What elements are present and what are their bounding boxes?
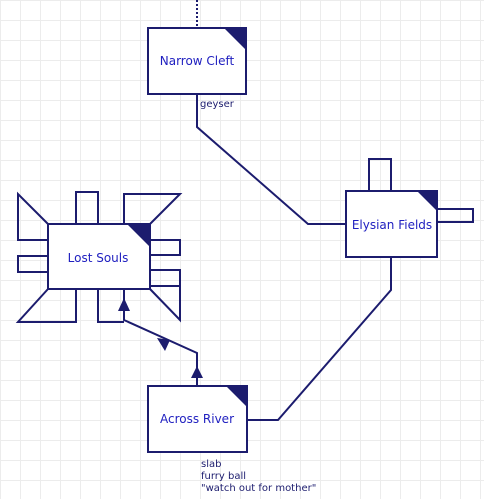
room-lost-souls[interactable]: Lost Souls <box>47 223 151 290</box>
note-across-river-item-3: "watch out for mother" <box>201 483 317 494</box>
room-elysian-fields[interactable]: Elysian Fields <box>345 190 438 258</box>
note-narrow-cleft-item: geyser <box>200 99 234 110</box>
lost-souls-stub-west-upper <box>17 224 48 241</box>
lost-souls-stub-nw <box>17 191 49 225</box>
room-narrow-cleft[interactable]: Narrow Cleft <box>147 27 247 95</box>
lost-souls-stub-se <box>149 270 181 323</box>
connection-elysian-fields-across-river <box>247 257 392 421</box>
elysian-fields-stub-north <box>368 158 392 192</box>
room-lost-souls-label: Lost Souls <box>68 251 129 265</box>
connection-across-river-lost-souls <box>123 289 198 386</box>
connection-narrow-cleft-elysian-fields <box>196 94 346 225</box>
lost-souls-stub-sw <box>15 288 77 323</box>
elysian-fields-stub-east <box>436 208 474 223</box>
note-across-river-item-2: furry ball <box>201 471 247 482</box>
arrowhead-across-river <box>191 366 203 378</box>
room-narrow-cleft-label: Narrow Cleft <box>160 54 235 68</box>
room-across-river[interactable]: Across River <box>147 385 248 453</box>
room-across-river-label: Across River <box>160 412 234 426</box>
lost-souls-stub-south <box>97 289 124 323</box>
lost-souls-stub-east-upper <box>149 239 181 256</box>
lost-souls-stub-east-lower <box>149 269 181 287</box>
room-elysian-fields-label: Elysian Fields <box>352 218 432 232</box>
lost-souls-stub-north-left <box>75 191 99 225</box>
lost-souls-stub-ne <box>123 193 183 225</box>
note-across-river-item-1: slab <box>201 459 222 470</box>
arrowhead-lost-souls <box>118 298 130 311</box>
arrowhead-mid <box>157 338 170 351</box>
lost-souls-stub-west-lower <box>17 255 49 273</box>
